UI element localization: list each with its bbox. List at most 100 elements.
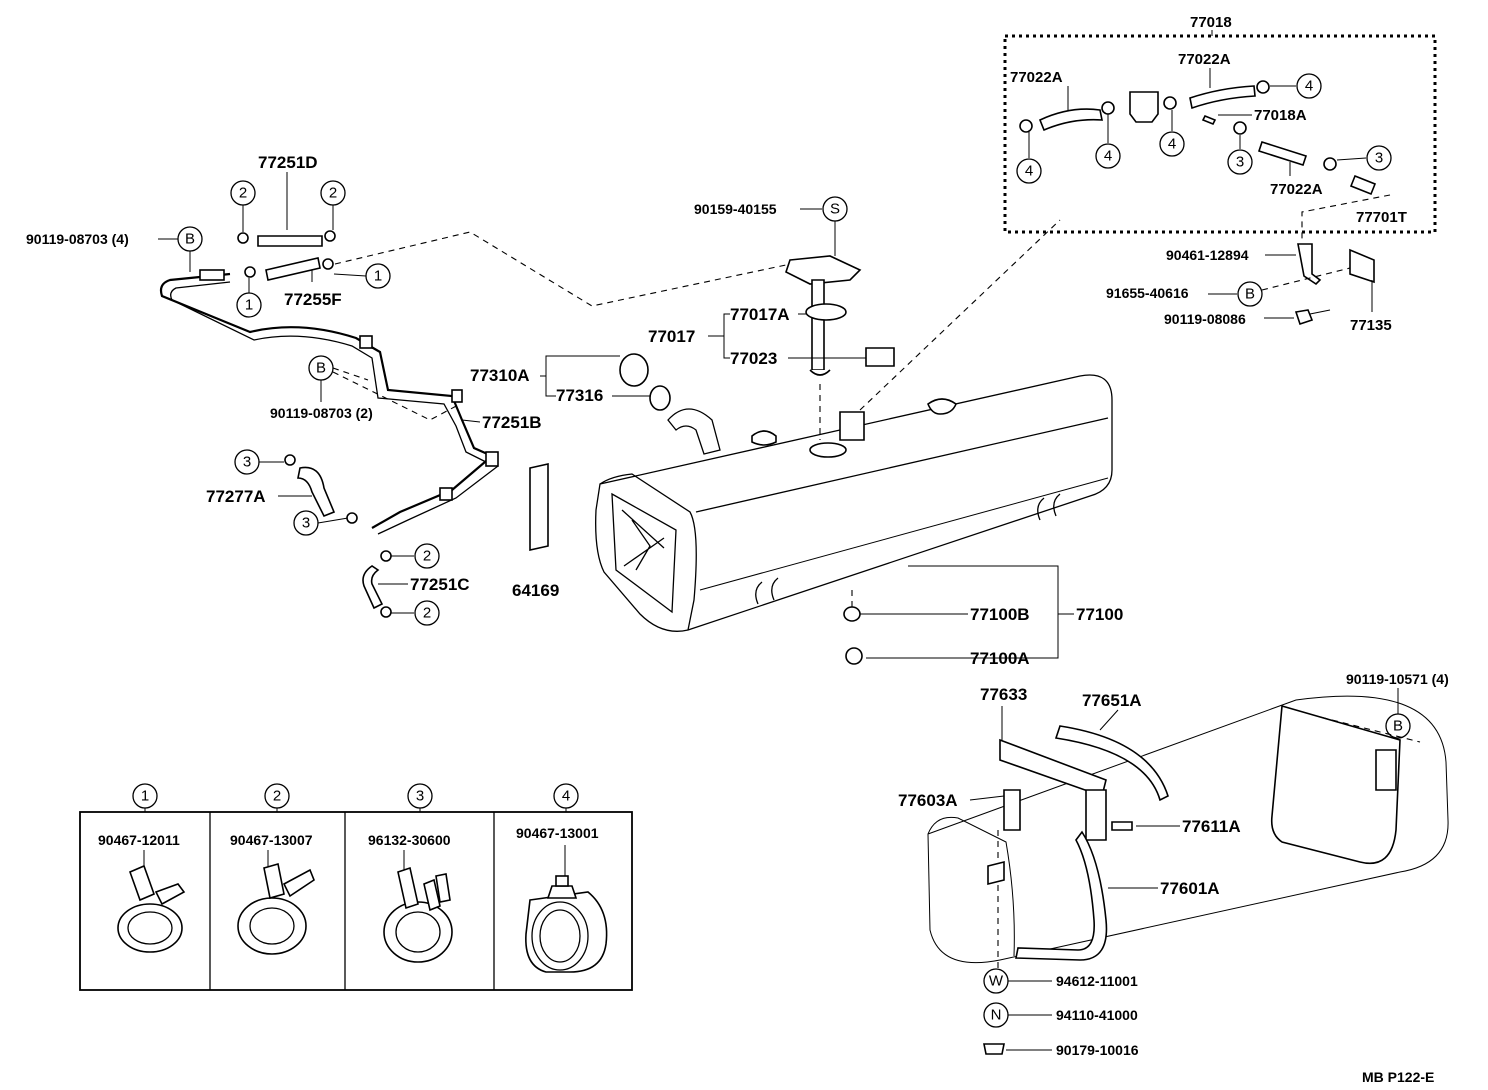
label-77701T: 77701T [1356, 209, 1407, 226]
svg-text:B: B [1393, 718, 1403, 735]
svg-text:B: B [316, 360, 326, 377]
marker-4-d [1296, 73, 1322, 99]
label-94612-11001: 94612-11001 [1056, 973, 1138, 989]
label-91655-40616: 91655-40616 [1106, 285, 1189, 301]
group-box [1003, 34, 1437, 234]
fuel-tank: 77100 77100B 77100A [595, 374, 1123, 668]
svg-text:1: 1 [245, 297, 253, 314]
label-90119-10571-4: 90119-10571 (4) [1346, 671, 1449, 687]
tank-outline [927, 695, 1449, 964]
vent-valve [1129, 91, 1159, 123]
fuel-pipe-a [159, 272, 493, 458]
svg-text:3: 3 [243, 454, 251, 471]
label-90179-10016: 90179-10016 [1056, 1042, 1139, 1058]
filler-neck [667, 408, 721, 455]
label-77611A: 77611A [1182, 817, 1241, 836]
pipe-77018A [1201, 114, 1217, 126]
clamp-1-icon [117, 850, 186, 953]
clamp-icon [346, 512, 358, 524]
label-77603A: 77603A [898, 791, 958, 810]
vent-valve-group: 77018 77022A 77022A 77018A 77022A 77701T [1003, 14, 1437, 234]
clamp-icon [380, 606, 392, 618]
clamp-2-icon [237, 850, 315, 955]
svg-text:4: 4 [1104, 148, 1112, 165]
hose-77022A-right [1257, 140, 1308, 167]
hose-64169 [529, 463, 549, 551]
svg-text:B: B [1245, 286, 1255, 303]
clamp-part-1: 90467-12011 [98, 832, 180, 848]
pipe-connector [199, 269, 225, 281]
tank-hook [1037, 493, 1061, 521]
svg-text:4: 4 [1025, 163, 1033, 180]
label-77251D: 77251D [258, 153, 318, 172]
fuel-pipe-c [371, 455, 493, 529]
clamp-icon [1019, 80, 1337, 171]
sender-tube [811, 279, 825, 371]
label-90119-08703-4: 90119-08703 (4) [26, 231, 129, 247]
label-90119-08086: 90119-08086 [1164, 311, 1246, 327]
svg-text:4: 4 [1168, 136, 1176, 153]
svg-text:1: 1 [374, 268, 382, 285]
tank-end-ribs [621, 509, 665, 571]
tank-nipple [751, 430, 777, 446]
label-64169: 64169 [512, 581, 559, 600]
label-77633: 77633 [980, 685, 1027, 704]
sender-plate [785, 255, 862, 285]
label-77017A: 77017A [730, 305, 790, 324]
svg-text:N: N [991, 1007, 1002, 1024]
label-77651A: 77651A [1082, 691, 1142, 710]
marker-4-a [1016, 158, 1042, 184]
grommet-77310A [619, 353, 649, 387]
strap-rear-plate [1375, 749, 1397, 791]
ring-77316 [649, 385, 671, 411]
bracket-group-77135: 90461-12894 77135 91655-40616 B 90119-08… [1106, 194, 1392, 334]
svg-text:3: 3 [302, 515, 310, 532]
tank-front-edge [599, 473, 697, 631]
svg-text:1: 1 [141, 788, 149, 805]
pipe-clip [359, 335, 373, 349]
hose-77255F [265, 257, 321, 281]
tank-fitting [927, 398, 957, 415]
clamp-icon [284, 454, 296, 466]
pipe-clip [451, 389, 463, 403]
hose-77251D [257, 235, 323, 247]
pad-77651A [1054, 725, 1169, 802]
marker-3-b [1366, 145, 1392, 171]
diagram-code: MB P122-E [1362, 1069, 1434, 1085]
clip-90461 [1297, 243, 1322, 286]
marker-B-bracket [1237, 281, 1263, 307]
hose-77277A [297, 466, 336, 518]
strap-bolt-77603A [1003, 789, 1021, 831]
bracket-on-tank [839, 411, 865, 441]
tank-seam [695, 417, 1109, 513]
bracket-77135 [1349, 248, 1375, 284]
clamp-4-icon [525, 845, 608, 973]
label-77601A: 77601A [1160, 879, 1220, 898]
leader-dashed-vent [859, 219, 1061, 411]
hose-77251C [362, 565, 384, 610]
check-valve-77701T [1349, 174, 1377, 196]
clamp-icon [380, 550, 392, 562]
leader-dashed [334, 231, 801, 307]
label-90461-12894: 90461-12894 [1166, 247, 1249, 263]
tank-strap-group: 77633 77651A 90119-10571 (4) B 77603A 77… [898, 671, 1449, 1058]
svg-text:2: 2 [239, 185, 247, 202]
marker-4-c [1159, 131, 1185, 157]
svg-text:2: 2 [273, 788, 281, 805]
sender-group: 90159-40155 S 77017 77017A 77023 77310A … [470, 196, 895, 411]
label-77310A: 77310A [470, 366, 530, 385]
bracket-77633 [999, 738, 1107, 798]
label-77017: 77017 [648, 327, 695, 346]
bracket-77100 [866, 565, 1059, 659]
label-77018: 77018 [1190, 14, 1232, 31]
marker-2-line-a [414, 543, 440, 569]
label-90159-40155: 90159-40155 [694, 201, 777, 217]
fuel-pipe-d [377, 465, 499, 535]
label-94110-41000: 94110-41000 [1056, 1007, 1138, 1023]
strap-77601A [1015, 830, 1108, 961]
filter-77023 [865, 347, 895, 367]
svg-text:4: 4 [1305, 78, 1313, 95]
tank-body [595, 374, 1113, 632]
clamp-icon [237, 230, 336, 278]
